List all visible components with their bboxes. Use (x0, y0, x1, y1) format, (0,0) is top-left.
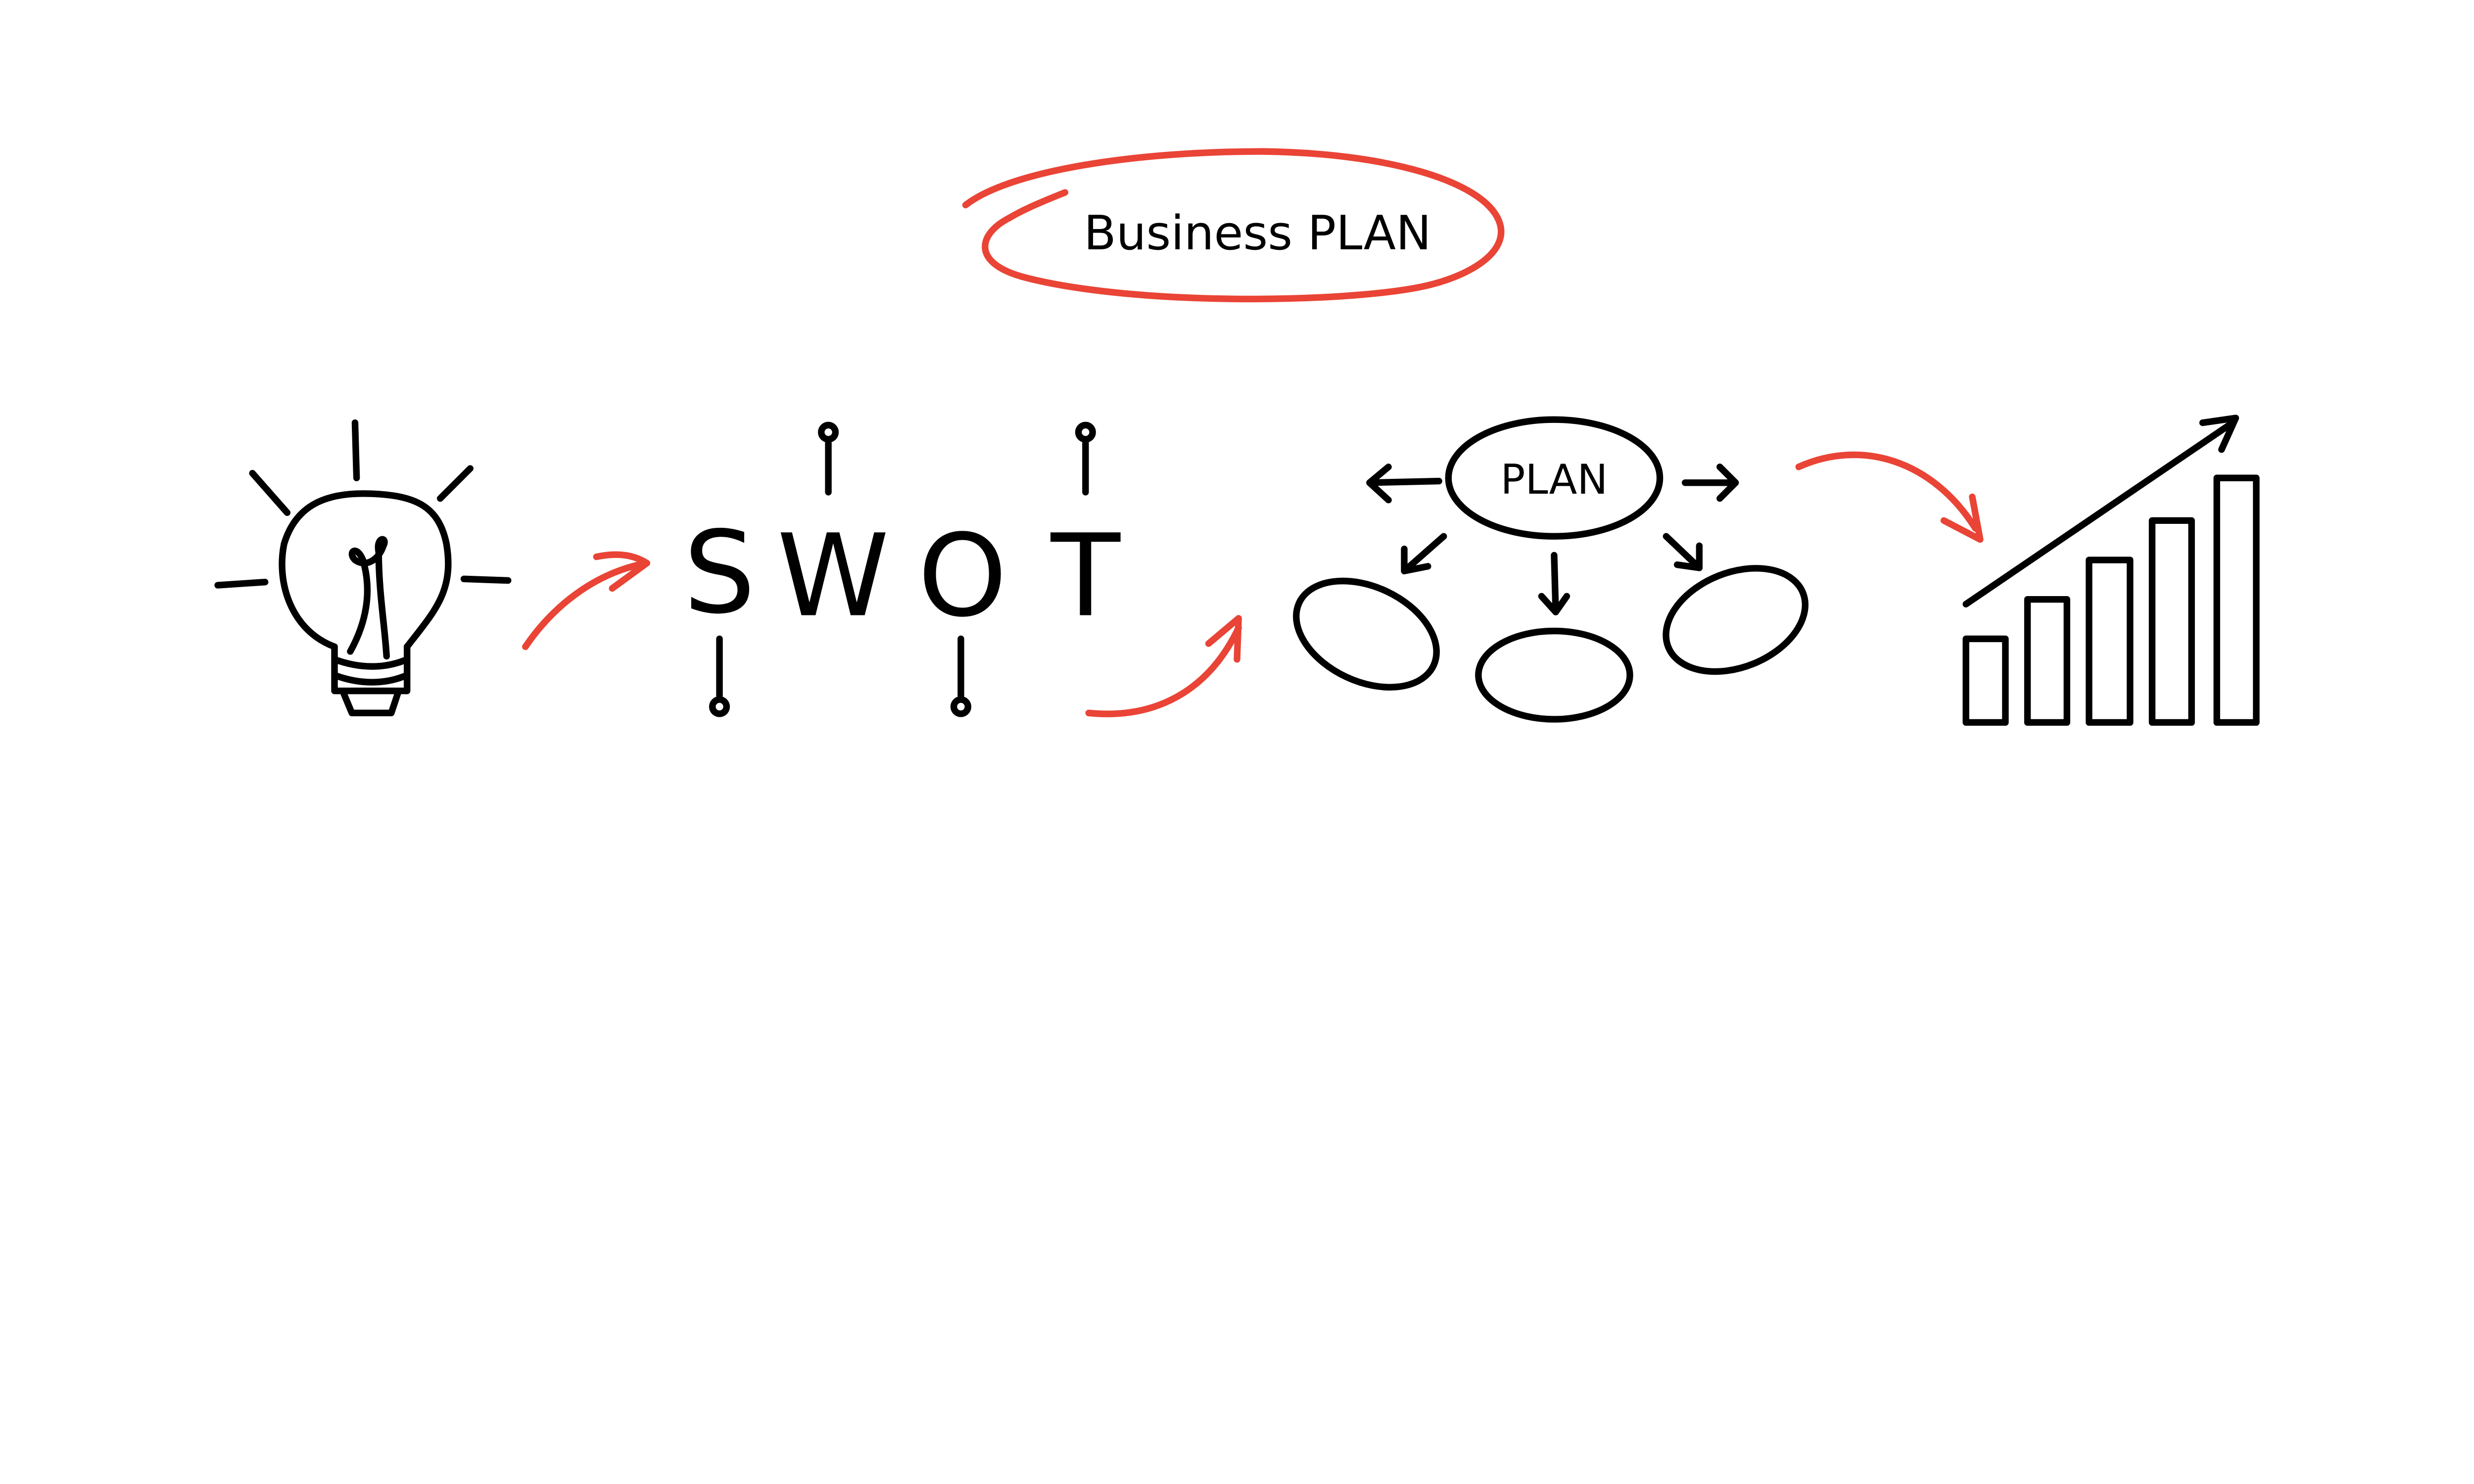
illustration-stage: Business PLAN S W O T (214, 148, 2260, 726)
arrow-down-icon (1538, 552, 1570, 615)
curved-arrow-icon (1795, 451, 1984, 543)
pin-icon (818, 421, 839, 443)
pin-icon (709, 696, 730, 717)
swot-letter-t: T (1050, 510, 1121, 643)
bar (1962, 635, 2009, 726)
bar (2024, 596, 2070, 726)
plan-center-bubble (1445, 416, 1664, 540)
curved-arrow-icon (1085, 615, 1242, 717)
swot-letter-s: S (683, 507, 756, 639)
title-red-oval (962, 148, 1505, 303)
pin-icon (950, 696, 972, 717)
title-text: Business PLAN (1084, 205, 1431, 261)
lightbulb-icon (214, 419, 512, 717)
swot-letter-w: W (777, 510, 889, 643)
arrow-down-right-icon (1663, 533, 1703, 571)
trend-arrow-icon (1962, 415, 2239, 607)
plan-node-right (1663, 565, 1808, 675)
curved-arrow-icon (522, 551, 651, 650)
bar (2213, 474, 2260, 726)
arrow-left-icon (1366, 464, 1442, 504)
swot-diagram: S W O T (683, 421, 1121, 717)
business-plan-illustration: Business PLAN S W O T (214, 148, 2260, 726)
growth-bar-chart-icon (1962, 415, 2260, 726)
plan-center-label: PLAN (1501, 456, 1608, 504)
plan-node-middle (1475, 627, 1633, 723)
title-group: Business PLAN (962, 148, 1505, 303)
bar (2148, 517, 2195, 726)
pin-icon (1075, 421, 1096, 443)
swot-letter-o: O (918, 510, 1007, 643)
plan-mind-map: PLAN (1293, 416, 1808, 723)
bar (2086, 556, 2134, 726)
plan-node-left (1293, 577, 1440, 691)
arrow-right-icon (1681, 464, 1739, 502)
arrow-down-left-icon (1401, 533, 1447, 575)
